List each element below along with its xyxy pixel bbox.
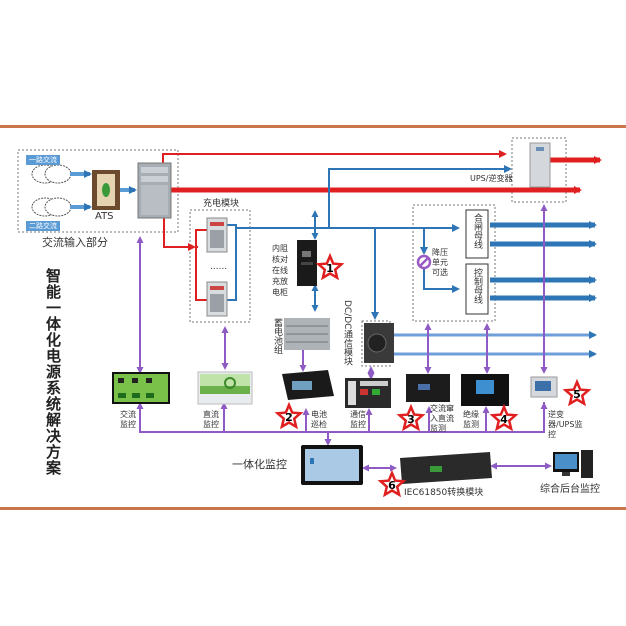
ac-source-1: [31, 164, 92, 184]
dcdc-module-label: DC/DC通信模块: [342, 300, 352, 366]
star-icon: [562, 378, 592, 407]
battery-inspection-label: 电池巡检: [311, 410, 327, 429]
ats-device: [92, 170, 120, 210]
battery-inspection-device: [282, 370, 334, 400]
ac-source-1-label: 一路交流: [26, 155, 60, 165]
ups-device: [529, 142, 551, 188]
battery-bank: [284, 318, 330, 350]
badge-number: 3: [407, 413, 415, 426]
ac-monitor-screen: [112, 372, 170, 404]
bottom-rule: [0, 507, 626, 510]
charger-label: 充电模块: [203, 199, 240, 209]
star-icon: [396, 403, 426, 432]
dc-monitor-label: 直流监控: [203, 410, 219, 429]
page-title: 智能一体化电源系统解决方案: [44, 268, 62, 476]
dcdc-device: [364, 323, 394, 363]
dcdc-box: [361, 320, 391, 367]
top-rule: [0, 125, 626, 128]
badge-number: 6: [388, 479, 396, 492]
backend-monitor-pc: [553, 450, 593, 478]
charger-module-2: [206, 281, 228, 317]
ats-label: ATS: [95, 211, 114, 222]
ac-monitor-label: 交流监控: [120, 410, 136, 429]
comm-lines: [136, 204, 552, 472]
star-icon: [274, 401, 304, 430]
badge-star-1: 1: [315, 252, 345, 281]
charger-box: [189, 209, 251, 323]
integrated-monitor-screen: [301, 445, 363, 485]
badge-number: 1: [326, 262, 334, 275]
ups-label: UPS/逆变器: [470, 174, 513, 183]
badge-stars: 1 2 3 4 5 6: [274, 252, 592, 498]
closing-bus-box: [465, 209, 489, 259]
charger-ellipsis: ......: [210, 262, 228, 272]
comm-monitor-device: [345, 378, 391, 408]
star-icon: [315, 252, 345, 281]
insulation-monitor-device: [461, 374, 509, 406]
step-down-unit-icon: [416, 254, 432, 270]
charger-module-1: [206, 217, 228, 253]
step-down-label: 降压单元可选: [432, 248, 448, 277]
control-bus-box: [465, 263, 489, 315]
badge-star-3: 3: [396, 403, 426, 432]
discharge-cabinet: [297, 240, 317, 286]
star-icon: [489, 403, 519, 432]
ac-source-2-label: 二路交流: [26, 221, 60, 231]
discharge-cabinet-label: 内阻核对在线充放电柜: [272, 244, 288, 297]
star-icon: [377, 469, 407, 498]
badge-star-6: 6: [377, 469, 407, 498]
badge-number: 5: [573, 388, 581, 401]
badge-number: 2: [285, 411, 293, 424]
insulation-monitor-label: 绝缘监测: [463, 410, 479, 429]
ac-insulation-monitor-device: [406, 374, 450, 402]
comm-monitor-label: 通信监控: [350, 410, 366, 429]
iec-module-device: [400, 452, 492, 484]
dc-monitor-screen: [197, 371, 253, 405]
badge-star-4: 4: [489, 403, 519, 432]
ups-box: [511, 137, 567, 203]
integrated-monitor-label: 一体化监控: [232, 458, 287, 471]
badge-number: 4: [500, 413, 508, 426]
backend-monitor-label: 综合后台监控: [540, 484, 600, 495]
closing-bus-label: 合闸母线: [472, 213, 482, 249]
ac-insulation-monitor-label: 交流窜入直流监测: [430, 404, 454, 433]
bus-box: [412, 204, 496, 322]
control-bus-label: 控制母线: [472, 268, 482, 304]
ac-source-2: [31, 197, 92, 217]
inverter-ups-monitor-label: 逆变器/UPS监控: [548, 410, 583, 439]
badge-star-5: 5: [562, 378, 592, 407]
ac-distribution-cabinet: [137, 162, 172, 219]
badge-star-2: 2: [274, 401, 304, 430]
ac-input-section-label: 交流输入部分: [42, 236, 108, 249]
iec-module-label: IEC61850转换模块: [404, 488, 484, 498]
battery-bank-label: 蓄电池组: [272, 318, 282, 354]
inverter-ups-monitor-device: [530, 376, 558, 398]
